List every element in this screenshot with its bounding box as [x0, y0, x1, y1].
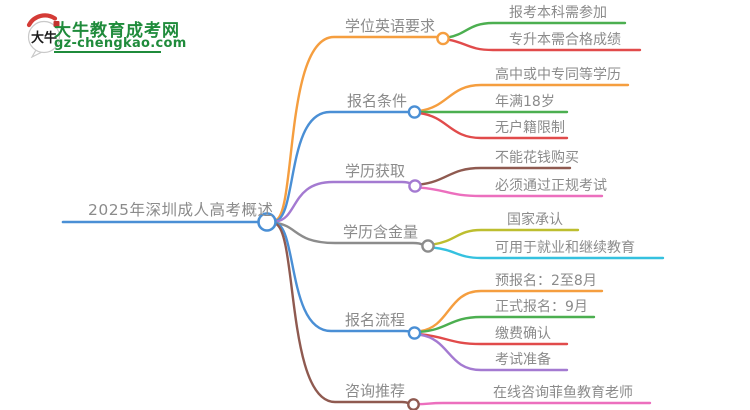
diploma-value-handle[interactable]: [421, 239, 435, 253]
branch-diploma-acquisition-label[interactable]: 学历获取: [345, 162, 406, 180]
edge-upgrade-need-pass: [447, 38, 642, 52]
edge-pre-registration: [418, 289, 604, 333]
edge-state-recognized: [432, 228, 580, 246]
root-node-label[interactable]: 2025年深圳成人高考概述: [88, 201, 274, 219]
leaf-online-consult[interactable]: 在线咨询菲鱼教育老师: [493, 385, 633, 401]
leaf-must-exam[interactable]: 必须通过正规考试: [495, 178, 607, 194]
edge-official-registration: [418, 315, 596, 333]
edge-enroll-conditions: [274, 110, 411, 223]
degree-english-handle[interactable]: [436, 31, 450, 46]
edge-must-exam: [418, 186, 604, 198]
branch-degree-english-label[interactable]: 学位英语要求: [345, 17, 436, 35]
leaf-exam-prepare[interactable]: 考试准备: [495, 352, 551, 368]
red-seal: [53, 21, 60, 27]
leaf-payment-confirm[interactable]: 缴费确认: [495, 326, 551, 342]
leaf-official-registration[interactable]: 正式报名：9月: [495, 299, 588, 315]
edge-employment-education: [432, 246, 665, 260]
diploma-acquisition-handle[interactable]: [408, 179, 422, 193]
edge-enroll-process: [274, 221, 411, 334]
leaf-cannot-buy[interactable]: 不能花钱购买: [495, 150, 579, 166]
branch-diploma-value-label[interactable]: 学历含金量: [343, 223, 419, 241]
edge-consult-recommend: [274, 222, 410, 405]
edge-payment-confirm: [418, 333, 569, 346]
leaf-bachelor-must-attend[interactable]: 报考本科需参加: [509, 5, 607, 21]
red-arc: [26, 13, 58, 28]
logo-title: 大牛教育成考网: [54, 21, 180, 41]
edge-exam-prepare: [418, 333, 569, 372]
enroll-conditions-handle[interactable]: [407, 105, 422, 119]
edge-degree-english: [274, 35, 438, 222]
root-node-handle[interactable]: [257, 212, 277, 232]
logo-bull-icon: 大牛: [26, 13, 61, 58]
edge-diploma-acquisition: [274, 180, 412, 223]
enroll-process-handle[interactable]: [407, 326, 422, 340]
logo-domain: gz-chengkao.com: [54, 36, 187, 51]
speech-bubble-circle: [27, 20, 61, 54]
edge-bachelor-must-attend: [447, 21, 627, 39]
leaf-age-18[interactable]: 年满18岁: [495, 94, 555, 110]
leaf-pre-registration[interactable]: 预报名：2至8月: [495, 273, 597, 289]
edge-diploma-value: [274, 221, 424, 246]
leaf-upgrade-need-pass[interactable]: 专升本需合格成绩: [509, 32, 621, 48]
logo-icon-text: 大牛: [31, 30, 57, 46]
leaf-no-hukou-limit[interactable]: 无户籍限制: [495, 120, 565, 136]
edge-highschool-equivalent: [418, 83, 630, 112]
site-logo: 大牛 大牛教育成考网 gz-chengkao.com: [14, 8, 189, 64]
logo-title-underline: [54, 51, 161, 53]
branch-enroll-conditions-label[interactable]: 报名条件: [347, 92, 408, 110]
edge-no-hukou-limit: [418, 112, 569, 140]
edge-online-consult: [416, 401, 652, 406]
leaf-state-recognized[interactable]: 国家承认: [507, 212, 563, 228]
branch-enroll-process-label[interactable]: 报名流程: [345, 311, 406, 329]
leaf-highschool-equivalent[interactable]: 高中或中专同等学历: [495, 67, 621, 83]
branch-consult-recommend-label[interactable]: 咨询推荐: [345, 382, 406, 400]
consult-recommend-handle[interactable]: [407, 398, 420, 410]
leaf-employment-education[interactable]: 可用于就业和继续教育: [495, 240, 635, 256]
edge-cannot-buy: [418, 166, 572, 186]
